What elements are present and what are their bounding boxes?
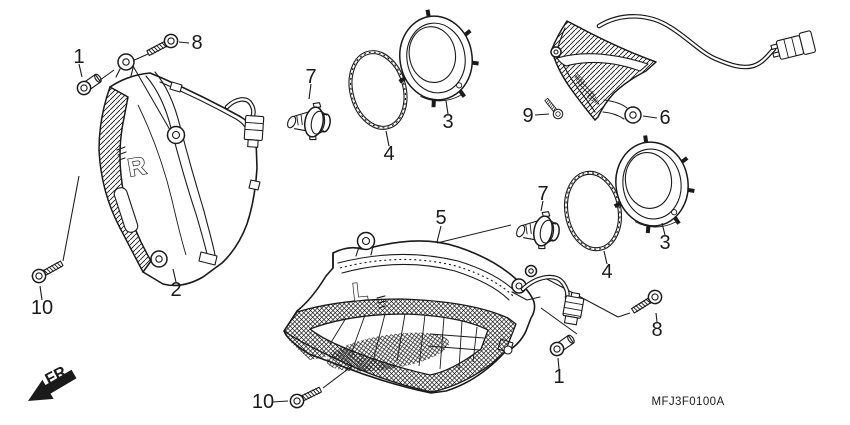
callouts: 1 8 7 4 3 9 6 5 7 4 3 2 10 10 1 8 xyxy=(31,32,671,413)
callout-leader xyxy=(534,113,550,116)
callout-label-10: 10 xyxy=(252,391,274,413)
callout-leader xyxy=(39,285,43,301)
callout-leader xyxy=(271,400,289,403)
callout-leader xyxy=(655,312,658,323)
callout-leader xyxy=(603,250,608,265)
callout-leader xyxy=(385,130,390,147)
mounting-ring-lower xyxy=(603,127,702,240)
front-arrow-icon xyxy=(28,369,77,401)
callout-label-9: 9 xyxy=(522,105,533,127)
symbol-marks xyxy=(116,146,387,309)
collar-1-right xyxy=(547,331,578,359)
callout-leader xyxy=(557,357,560,370)
marking-l: L xyxy=(351,277,369,306)
callout-label-1: 1 xyxy=(73,46,84,68)
callout-label-10: 10 xyxy=(31,297,53,319)
callout-label-1: 1 xyxy=(553,366,564,388)
callout-label-8: 8 xyxy=(191,32,202,54)
callout-label-6: 6 xyxy=(659,107,670,129)
callout-label-4: 4 xyxy=(601,261,612,283)
callout-leader xyxy=(78,63,83,78)
headlight-unit-main-drawing xyxy=(283,231,585,394)
callout-leader xyxy=(445,100,449,115)
callout-label-3: 3 xyxy=(442,111,453,133)
marking-r: R xyxy=(126,152,149,183)
callout-label-4: 4 xyxy=(383,143,394,165)
collar-1-top xyxy=(74,70,105,98)
callout-leader xyxy=(661,222,666,236)
callout-leader xyxy=(540,200,544,212)
callout-leader xyxy=(172,268,177,283)
mounting-ring-top xyxy=(386,0,487,115)
callout-label-7: 7 xyxy=(305,66,316,88)
connector-main-unit xyxy=(562,291,585,326)
headlight-bulb-top xyxy=(283,96,334,144)
front-direction-indicator: FR. xyxy=(28,362,77,401)
diagram-part-code: MFJ3F0100A xyxy=(651,396,724,408)
harness-connector xyxy=(770,30,816,60)
screw-8-right xyxy=(628,287,665,318)
connector-right-unit xyxy=(243,114,265,148)
screw-10-bottom xyxy=(287,382,325,411)
screw-8-top xyxy=(144,31,181,60)
callout-leader xyxy=(178,41,190,44)
callout-label-7: 7 xyxy=(537,183,548,205)
bolt-9 xyxy=(541,95,566,122)
callout-label-5: 5 xyxy=(435,207,446,229)
headlight-bulb-lower xyxy=(512,205,563,253)
callout-label-2: 2 xyxy=(170,279,181,301)
headlight-sub-unit-right-drawing xyxy=(98,53,265,287)
front-direction-label: FR. xyxy=(43,362,74,389)
callout-leader xyxy=(308,83,312,100)
callout-leader xyxy=(436,225,442,243)
screw-10-left xyxy=(29,256,66,286)
position-lamp-drawing xyxy=(550,14,816,124)
callout-label-3: 3 xyxy=(659,232,670,254)
callout-label-8: 8 xyxy=(651,319,662,341)
callout-leader xyxy=(642,115,658,119)
